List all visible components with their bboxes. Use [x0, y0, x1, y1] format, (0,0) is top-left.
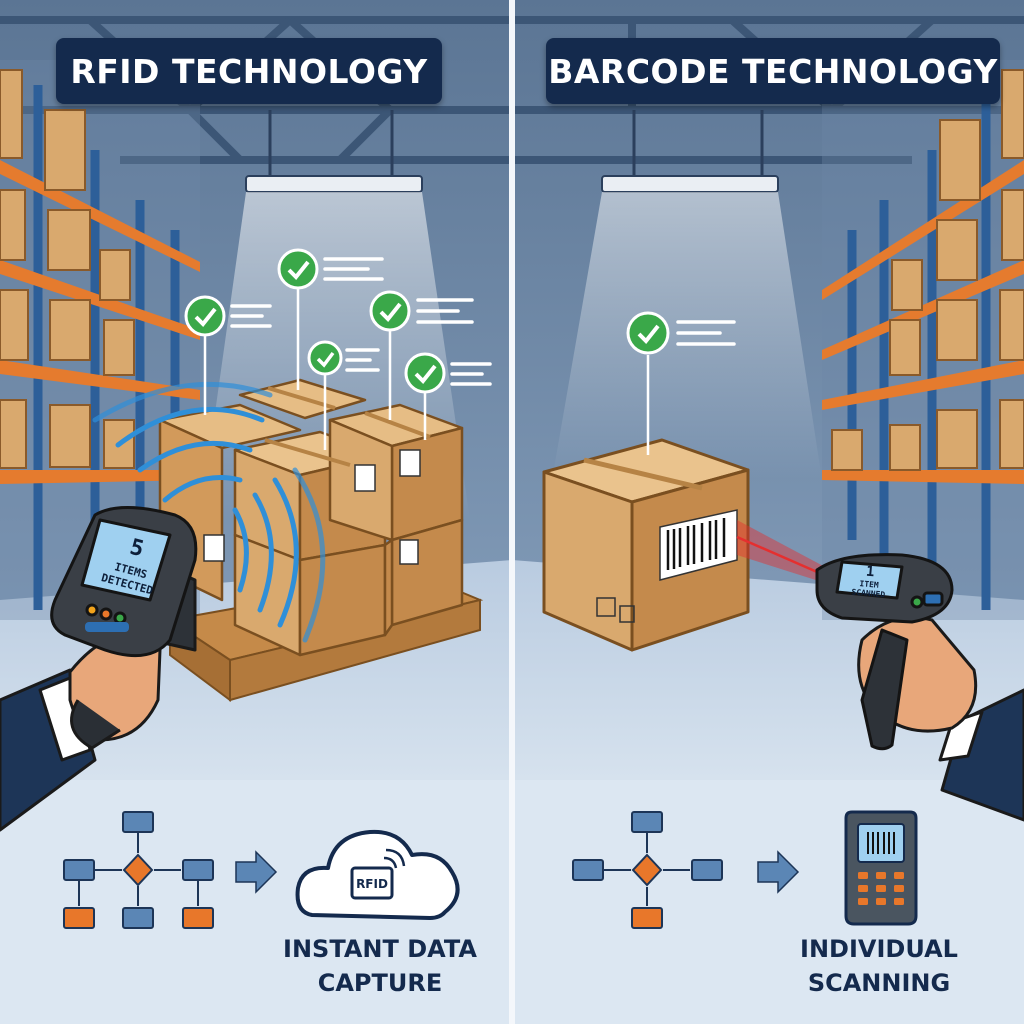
check-icon	[626, 311, 670, 355]
flowchart-icon	[63, 811, 214, 929]
barcode-panel: 1 ITEM SCANNED	[512, 0, 1024, 1024]
arrow-right-icon	[235, 850, 278, 894]
cloud-rfid-label: RFID	[356, 877, 388, 891]
rfid-warehouse-scene: 5 ITEMS DETECTED	[0, 0, 512, 929]
barcode-scanner-line2: SCANNED	[851, 587, 886, 599]
rfid-caption-line1: INSTANT DATA	[283, 935, 477, 963]
barcode-scanner-line1: ITEM	[859, 579, 879, 590]
check-icon	[184, 248, 446, 394]
rfid-caption-line2: CAPTURE	[317, 969, 443, 997]
barcode-caption: INDIVIDUAL SCANNING	[759, 932, 999, 1000]
barcode-scanner-count: 1	[865, 564, 875, 581]
handheld-terminal-icon	[844, 810, 918, 926]
barcode-caption-line2: SCANNING	[807, 969, 951, 997]
barcode-caption-line1: INDIVIDUAL	[800, 935, 958, 963]
barcode-icon	[659, 509, 738, 581]
cloud-icon: RFID	[295, 829, 460, 920]
panel-divider	[509, 0, 515, 1024]
barcode-warehouse-scene: 1 ITEM SCANNED	[512, 0, 1024, 1024]
arrow-right-icon	[757, 850, 800, 894]
rfid-wave-icon	[92, 381, 326, 643]
rfid-scanner-count: 5	[127, 535, 146, 563]
rfid-panel: 5 ITEMS DETECTED	[0, 0, 512, 1000]
flowchart-icon	[572, 811, 723, 929]
rfid-title: RFID TECHNOLOGY	[56, 38, 442, 104]
rfid-caption: INSTANT DATA CAPTURE	[260, 932, 500, 1000]
barcode-title: BARCODE TECHNOLOGY	[546, 38, 1000, 104]
